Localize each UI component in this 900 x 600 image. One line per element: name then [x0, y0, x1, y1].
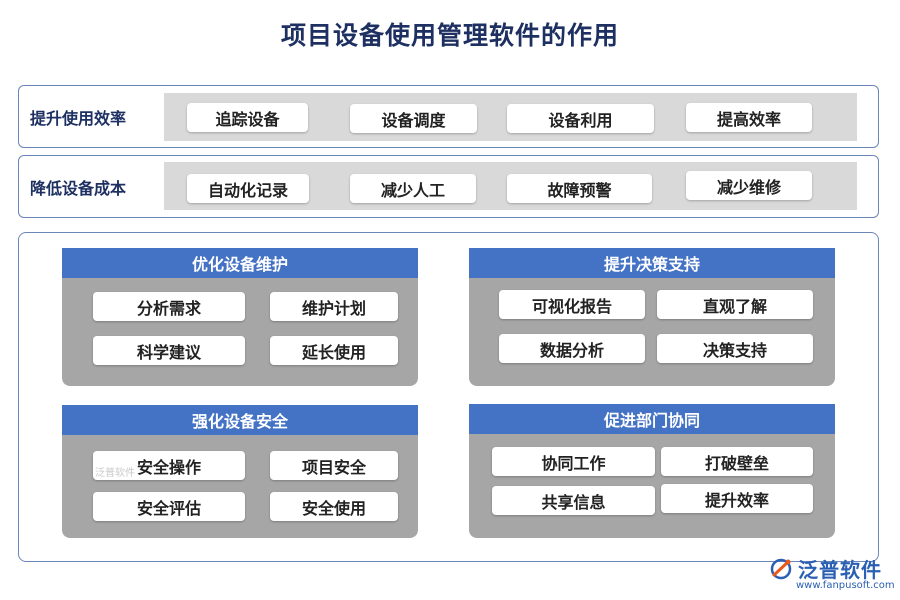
card-item: 数据分析 — [499, 334, 645, 363]
row-reduce-cost: 降低设备成本 自动化记录 减少人工 故障预警 减少维修 — [18, 155, 879, 218]
chip-improve-efficiency: 提高效率 — [686, 103, 812, 132]
page-title: 项目设备使用管理软件的作用 — [280, 21, 619, 50]
card-item: 安全使用 — [270, 492, 398, 521]
card-safety: 强化设备安全 安全操作 项目安全 安全评估 安全使用 — [62, 405, 418, 538]
row-label: 提升使用效率 — [30, 108, 127, 128]
card-item: 维护计划 — [270, 292, 398, 321]
row-label: 降低设备成本 — [30, 178, 127, 198]
card-decision: 提升决策支持 可视化报告 直观了解 数据分析 决策支持 — [469, 248, 835, 386]
card-item: 安全操作 — [93, 451, 245, 480]
chip-reduce-labor: 减少人工 — [350, 174, 476, 203]
card-title: 优化设备维护 — [62, 248, 418, 278]
card-title: 强化设备安全 — [62, 405, 418, 435]
card-item: 延长使用 — [270, 336, 398, 365]
chip-equipment-utilization: 设备利用 — [507, 104, 654, 133]
watermark: 泛普软件 — [95, 468, 135, 479]
chip-equipment-dispatch: 设备调度 — [350, 104, 477, 133]
chip-fault-warning: 故障预警 — [507, 174, 652, 203]
card-item: 项目安全 — [270, 451, 398, 480]
card-collaboration: 促进部门协同 协同工作 打破壁垒 共享信息 提升效率 — [469, 404, 835, 538]
card-title: 促进部门协同 — [469, 404, 835, 434]
logo-url: www.fanpusoft.com — [796, 580, 895, 591]
card-title: 提升决策支持 — [469, 248, 835, 278]
chip-reduce-repair: 减少维修 — [686, 171, 812, 200]
row-chip-track: 自动化记录 减少人工 故障预警 减少维修 — [164, 162, 857, 210]
card-item: 协同工作 — [492, 447, 655, 476]
row-chip-track: 追踪设备 设备调度 设备利用 提高效率 — [164, 93, 857, 141]
card-item: 科学建议 — [93, 336, 245, 365]
chip-auto-record: 自动化记录 — [187, 174, 309, 203]
card-item: 分析需求 — [93, 292, 245, 321]
logo-icon — [770, 558, 792, 580]
logo-name: 泛普软件 — [798, 558, 882, 582]
chip-track-equipment: 追踪设备 — [187, 103, 308, 132]
row-improve-efficiency: 提升使用效率 追踪设备 设备调度 设备利用 提高效率 — [18, 85, 879, 148]
card-maintenance: 优化设备维护 分析需求 维护计划 科学建议 延长使用 — [62, 248, 418, 386]
card-item: 共享信息 — [492, 486, 655, 515]
card-item: 直观了解 — [657, 290, 813, 319]
card-item: 决策支持 — [657, 334, 813, 363]
card-item: 可视化报告 — [499, 290, 645, 319]
card-item: 提升效率 — [661, 484, 813, 513]
card-item: 打破壁垒 — [661, 447, 813, 476]
card-item: 安全评估 — [93, 492, 245, 521]
brand-logo: 泛普软件 www.fanpusoft.com — [770, 552, 895, 596]
